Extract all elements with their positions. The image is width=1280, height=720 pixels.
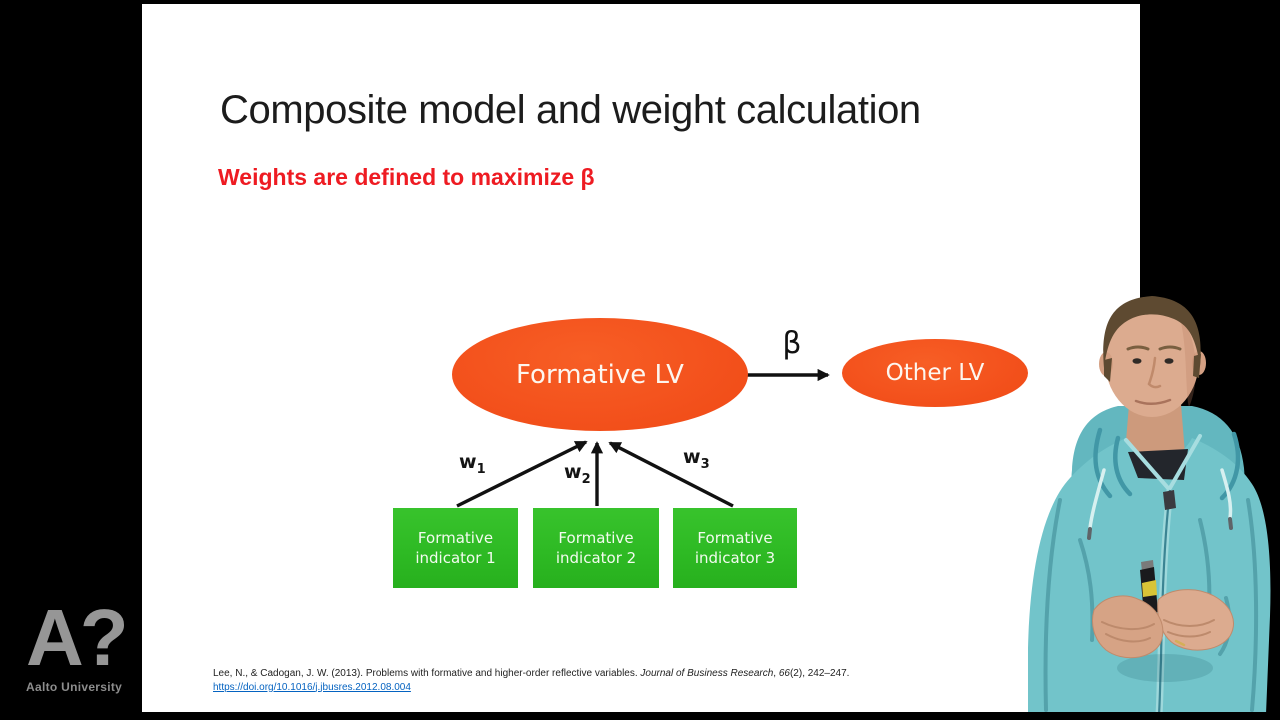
aalto-logo-mark: A? <box>26 593 129 682</box>
aalto-logo: A? Aalto University <box>26 593 129 695</box>
mouth <box>1134 398 1172 405</box>
drawstring-tips <box>1087 517 1233 540</box>
doi-link[interactable]: https://doi.org/10.1016/j.jbusres.2012.0… <box>213 681 411 693</box>
formative-indicator-2-box: Formative indicator 2 <box>533 508 659 588</box>
presenter <box>1028 296 1271 714</box>
slide-subtitle: Weights are defined to maximize β <box>218 164 595 190</box>
eyebrows <box>1126 345 1182 351</box>
nose <box>1147 356 1162 389</box>
weight2-label: w2 <box>564 461 591 487</box>
citation-text: Lee, N., & Cadogan, J. W. (2013). Proble… <box>213 668 850 679</box>
citation: Lee, N., & Cadogan, J. W. (2013). Proble… <box>213 667 953 694</box>
weight1-label: w1 <box>459 451 486 477</box>
ring <box>1174 639 1186 647</box>
formative-indicator-1-box: Formative indicator 1 <box>393 508 518 588</box>
citation-journal: Journal of Business Research <box>640 668 774 679</box>
hair <box>1103 296 1201 368</box>
beta-coefficient-label: β <box>782 326 802 361</box>
letterbox-top <box>0 0 1280 4</box>
finger-lines <box>1101 619 1215 643</box>
face <box>1105 303 1199 417</box>
other-lv-node: Other LV <box>842 339 1028 407</box>
citation-volume: 66 <box>778 668 790 679</box>
formative-lv-node: Formative LV <box>452 318 748 431</box>
weight3-label: w3 <box>683 446 710 472</box>
eye-left <box>1132 358 1142 364</box>
drawstrings <box>1088 468 1233 530</box>
eye-right <box>1164 358 1174 364</box>
aalto-logo-name: Aalto University <box>26 680 123 694</box>
formative-lv-label: Formative LV <box>516 359 684 390</box>
hand-right <box>1092 595 1164 659</box>
slide-title: Composite model and weight calculation <box>220 88 921 132</box>
formative-indicator-3-box: Formative indicator 3 <box>673 508 797 588</box>
hood-folds <box>1093 427 1241 501</box>
collar <box>1124 434 1202 490</box>
letterbox-bottom <box>0 712 1280 720</box>
other-lv-label: Other LV <box>885 360 985 386</box>
zipper-pull <box>1163 490 1176 510</box>
